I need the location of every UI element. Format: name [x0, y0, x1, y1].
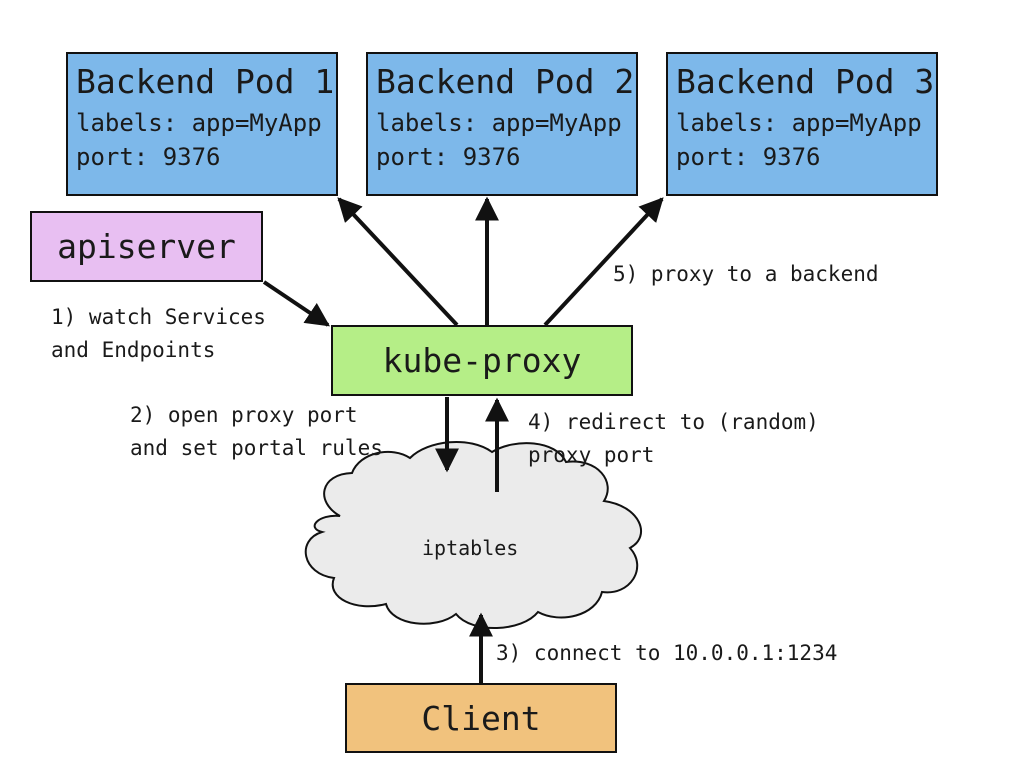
- step-3-annotation: 3) connect to 10.0.0.1:1234: [496, 637, 837, 670]
- backend-pod-2: Backend Pod 2 labels: app=MyApp port: 93…: [366, 52, 638, 196]
- pod-labels: labels: app=MyApp: [676, 109, 922, 137]
- pod-port: port: 9376: [376, 143, 521, 171]
- step-1-annotation: 1) watch Services and Endpoints: [51, 301, 266, 367]
- iptables-cloud: [304, 441, 642, 630]
- pod-port: port: 9376: [676, 143, 821, 171]
- apiserver-box: apiserver: [30, 211, 263, 282]
- backend-pod-3: Backend Pod 3 labels: app=MyApp port: 93…: [666, 52, 938, 196]
- step-1-line-1: 1) watch Services: [51, 305, 266, 329]
- proxy-arrow-pod-3: [543, 197, 664, 327]
- pod-title: Backend Pod 3: [676, 62, 935, 101]
- apiserver-label: apiserver: [57, 227, 236, 266]
- step-2-line-2: and set portal rules: [130, 436, 383, 460]
- step-2-annotation: 2) open proxy port and set portal rules: [130, 399, 383, 465]
- kube-proxy-label: kube-proxy: [382, 341, 582, 380]
- watch-arrow: [262, 280, 330, 327]
- pod-labels: labels: app=MyApp: [76, 109, 322, 137]
- step-4-annotation: 4) redirect to (random) proxy port: [528, 406, 819, 472]
- client-label: Client: [421, 698, 541, 738]
- step-4-line-2: proxy port: [528, 443, 655, 467]
- step-1-line-2: and Endpoints: [51, 338, 216, 362]
- step-5-annotation: 5) proxy to a backend: [613, 258, 879, 291]
- step-4-line-1: 4) redirect to (random): [528, 410, 819, 434]
- kube-proxy-box: kube-proxy: [331, 325, 633, 396]
- client-box: Client: [345, 683, 617, 753]
- pod-port: port: 9376: [76, 143, 221, 171]
- step-3-line-1: 3) connect to 10.0.0.1:1234: [496, 641, 838, 665]
- pod-labels: labels: app=MyApp: [376, 109, 622, 137]
- backend-pod-1: Backend Pod 1 labels: app=MyApp port: 93…: [66, 52, 338, 196]
- step-5-line-1: 5) proxy to a backend: [613, 262, 879, 286]
- proxy-arrow-pod-1: [337, 197, 459, 327]
- pod-title: Backend Pod 2: [376, 62, 635, 101]
- iptables-label: iptables: [422, 536, 519, 560]
- pod-title: Backend Pod 1: [76, 62, 335, 101]
- step-2-line-1: 2) open proxy port: [130, 403, 358, 427]
